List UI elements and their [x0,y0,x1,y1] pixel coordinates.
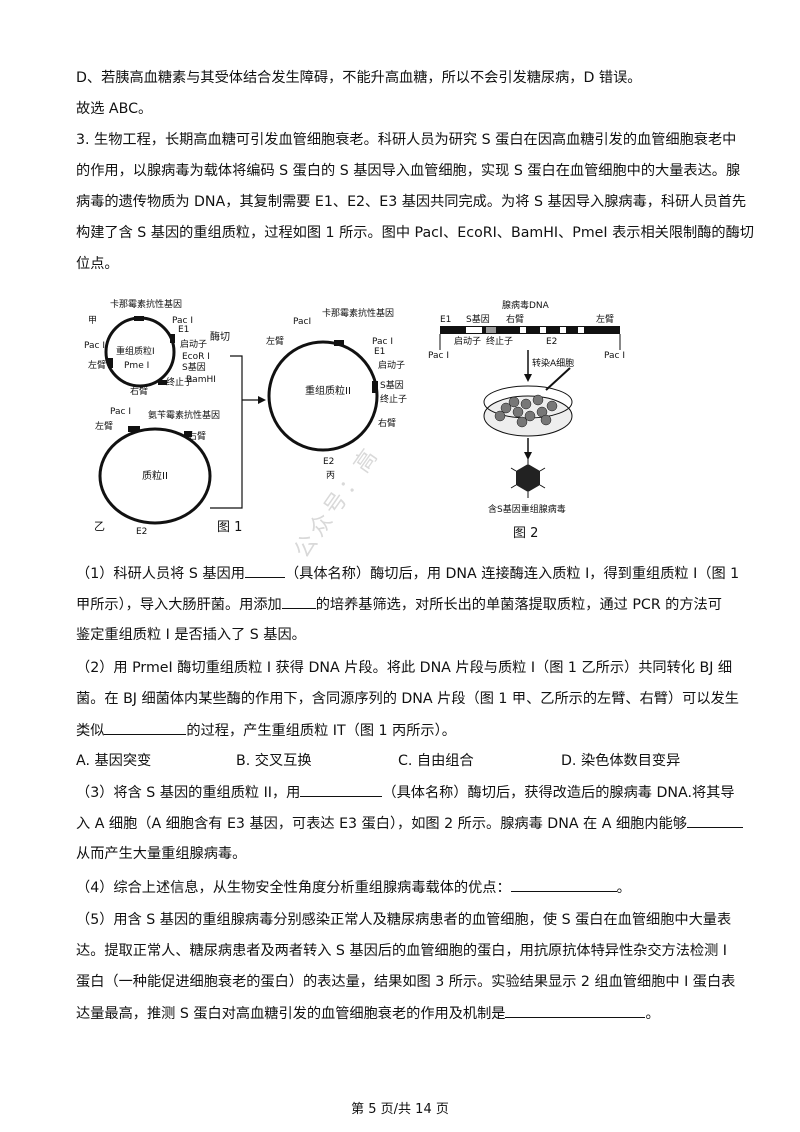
fig1-jia-pac-left: Pac I [84,341,105,351]
fig1-bing-left-arm: 左臂 [266,335,284,347]
q3-intro-line-5: 位点。 [76,256,119,272]
fig1-bing-s-gene: S基因 [380,379,404,391]
fig1-yi-label: 乙 [94,520,105,533]
option-d-explanation: D、若胰高血糖素与其受体结合发生障碍，不能升高血糖，所以不会引发糖尿病，D 错误… [76,70,642,86]
fig1-bing-pacl: PacI [293,317,311,327]
fig1-jia-qidongzi: 启动子 [180,338,207,350]
fig1-bing-kan: 卡那霉素抗性基因 [322,307,394,319]
option-a[interactable]: A. 基因突变 [76,753,152,769]
q3-intro-line-2: 的作用，以腺病毒为载体将编码 S 蛋白的 S 基因导入血管细胞，实现 S 蛋白在… [76,163,741,179]
figure-1: 甲 卡那霉素抗性基因 重组质粒I Pme I Pac I 左臂 Pac I E1… [84,298,407,537]
fig1-jia-ecor: EcoR I [182,352,210,362]
adenovirus-dna-bar [440,326,620,334]
q1-line-2: 甲所示），导入大肠肝菌。用添加的培养基筛选，对所长出的单菌落提取质粒，通过 PC… [76,594,722,615]
q2-line-1: （2）用 PrmeI 酶切重组质粒 I 获得 DNA 片段。将此 DNA 片段与… [76,660,733,676]
fig1-jia-pac-top: Pac I [172,316,193,326]
q5-line-3: 蛋白（一种能促进细胞衰老的蛋白）的表达量，结果如图 3 所示。实验结果显示 2 … [76,974,736,990]
fig1-jia-kan: 卡那霉素抗性基因 [110,298,182,310]
fig2-product: 含S基因重组腺病毒 [488,503,566,515]
fig1-bing-label: 丙 [326,470,335,481]
fig2-pac-left: Pac I [428,351,449,361]
fig2-qidongzi: 启动子 [454,335,481,347]
q3-blank-1[interactable] [300,782,383,797]
fig2-e2: E2 [546,337,557,347]
q2-blank[interactable] [104,720,187,735]
q2-line-3: 类似的过程，产生重组质粒 IT（图 1 丙所示）。 [76,720,456,741]
option-c[interactable]: C. 自由组合 [398,753,474,769]
fig1-yi-e2: E2 [136,527,147,537]
fig2-e1: E1 [440,315,451,325]
fig2-right-arm: 右臂 [506,313,524,325]
fig1-yi-pac: Pac I [110,407,131,417]
fig1-jia-center: 重组质粒I [116,345,155,357]
fig1-jia-left-arm: 左臂 [88,359,106,371]
option-b[interactable]: B. 交叉互换 [236,753,312,769]
q1-line-1: （1）科研人员将 S 基因用（具体名称）酶切后，用 DNA 连接酶连入质粒 I，… [76,563,739,584]
fig1-jia-e1: E1 [178,325,189,335]
fig1-bing-qidongzi: 启动子 [378,359,405,371]
q3-line-3: 从而产生大量重组腺病毒。 [76,846,247,862]
fig1-jia-s-gene: S基因 [182,361,206,373]
q3-blank-2[interactable] [686,813,743,828]
adenovirus-icon [516,464,540,492]
fig1-jia-pme: Pme I [124,361,149,371]
q3-intro-line-4: 构建了含 S 基因的重组质粒，过程如图 1 所示。图中 PacI、EcoRI、B… [76,225,754,241]
q3-intro-line-3: 病毒的遗传物质为 DNA，其复制需要 E1、E2、E3 基因共同完成。为将 S … [76,194,747,210]
page-footer: 第 5 页/共 14 页 [351,1102,449,1117]
q5-line-2: 达。提取正常人、糖尿病患者及两者转入 S 基因后的血管细胞的蛋白，用抗原抗体特异… [76,943,727,959]
q1-blank-2[interactable] [281,594,316,609]
option-d[interactable]: D. 染色体数目变异 [561,753,681,769]
q5-blank[interactable] [505,1003,646,1018]
q3-line-2: 入 A 细胞（A 细胞含有 E3 基因，可表达 E3 蛋白），如图 2 所示。腺… [76,813,743,834]
fig1-bing-e1: E1 [374,347,385,357]
fig1-bing-center: 重组质粒II [305,384,351,397]
fig2-left-arm: 左臂 [596,313,614,325]
fig2-zhongzhizi: 终止子 [486,335,513,347]
figure-1-caption: 图 1 [217,520,243,535]
fig1-yi-amp: 氨苄霉素抗性基因 [148,409,220,421]
fig2-s-gene: S基因 [466,313,490,325]
q5-line-1: （5）用含 S 基因的重组腺病毒分别感染正常人及糖尿病患者的血管细胞，使 S 蛋… [76,912,732,928]
plasmid-yi-ring [98,427,212,525]
fig1-jia-zhongzhizi: 终止子 [166,376,193,388]
answer-line: 故选 ABC。 [76,101,153,117]
fig1-bing-right-arm: 右臂 [378,417,396,429]
fig1-bing-pac-i: Pac I [372,337,393,347]
fig1-bing-zhongzhizi: 终止子 [380,393,407,405]
fig2-pac-right: Pac I [604,351,625,361]
q4-line: （4）综合上述信息，从生物安全性角度分析重组腺病毒载体的优点：。 [76,877,631,898]
q1-line-3: 鉴定重组质粒 I 是否插入了 S 基因。 [76,627,306,643]
q4-blank[interactable] [510,877,617,892]
fig1-jia-right-arm: 右臂 [130,385,148,397]
q3-intro-line-1: 3. 生物工程，长期高血糖可引发血管细胞衰老。科研人员为研究 S 蛋白在因高血糖… [76,132,737,148]
q1-blank-1[interactable] [244,563,285,578]
q2-line-2: 菌。在 BJ 细菌体内某些酶的作用下，含同源序列的 DNA 片段（图 1 甲、乙… [76,691,739,707]
fig1-arrow-label: 酶切 [210,330,230,343]
fig1-jia-label: 甲 [88,315,97,326]
q5-line-4: 达量最高，推测 S 蛋白对高血糖引发的血管细胞衰老的作用及机制是。 [76,1003,660,1024]
fig1-yi-left-arm: 左臂 [95,420,113,432]
fig1-jia-bamh: BamHI [186,375,216,385]
figure-2: 腺病毒DNA E1 S基因 右臂 左臂 启动子 终止子 E2 Pac I Pac… [428,299,625,515]
fig1-yi-right-arm: 右臂 [188,430,206,442]
fig2-title: 腺病毒DNA [502,299,550,311]
q3-line-1: （3）将含 S 基因的重组质粒 II，用（具体名称）酶切后，获得改造后的腺病毒 … [76,782,735,803]
fig2-transfect: 转染A细胞 [532,357,574,369]
fig1-yi-center: 质粒II [142,469,168,482]
figure-2-caption: 图 2 [513,526,539,541]
plasmid-bing-ring [267,340,379,452]
fig1-bing-e2: E2 [323,457,334,467]
